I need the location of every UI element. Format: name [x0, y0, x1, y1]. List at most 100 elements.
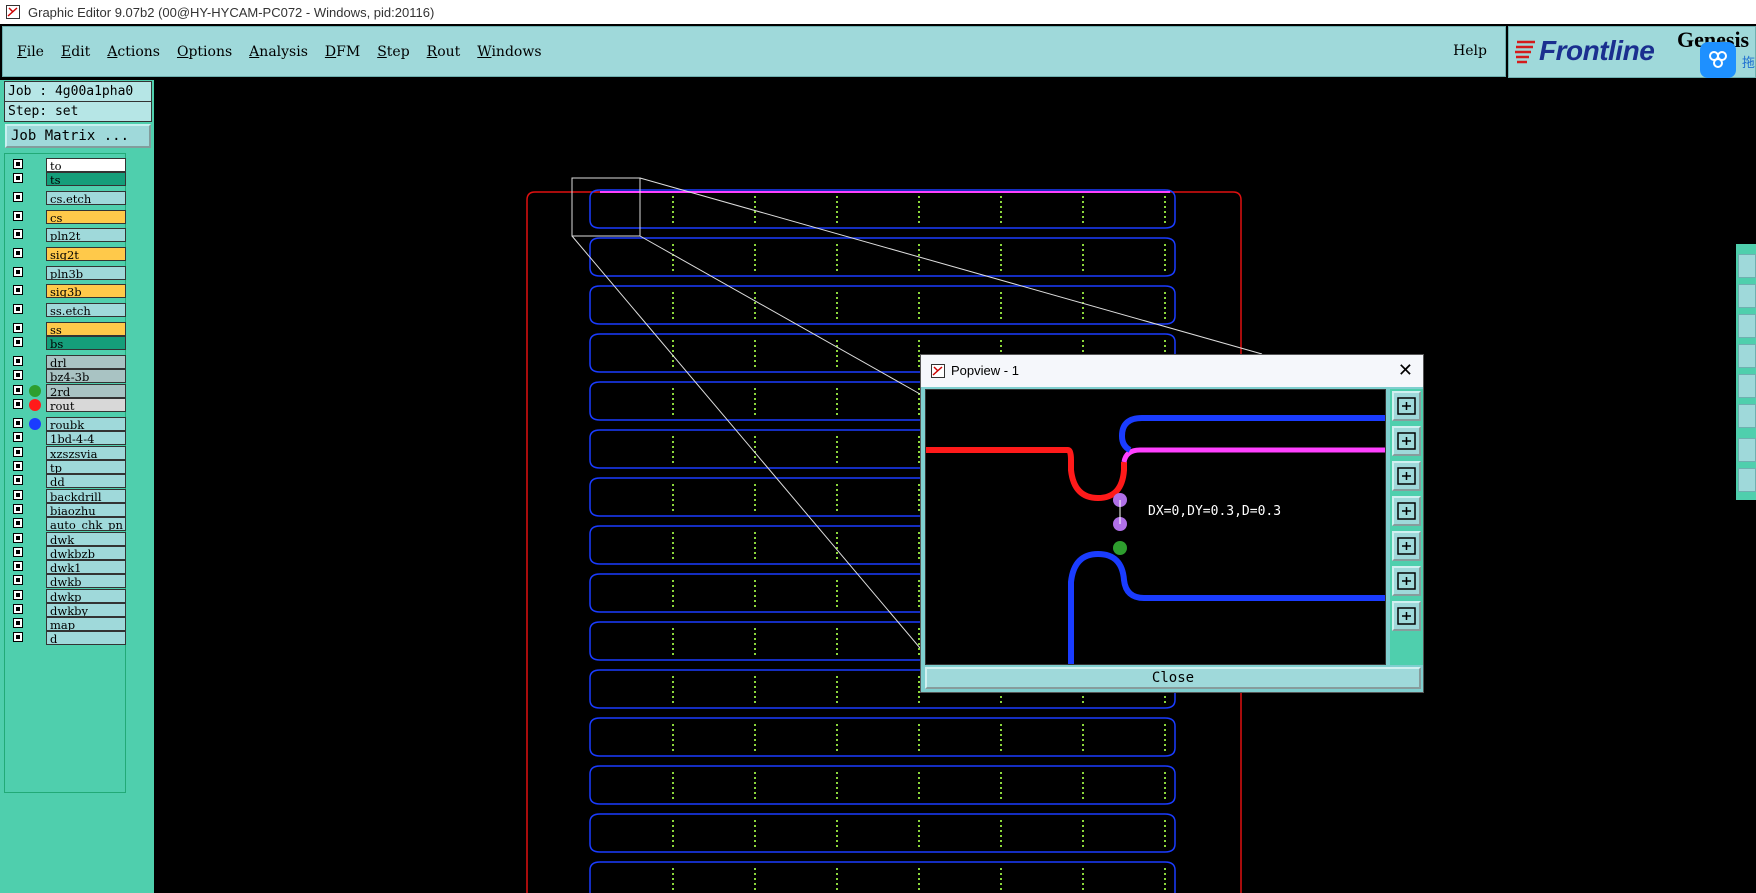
- layer-name[interactable]: dwkby: [46, 603, 126, 617]
- layer-checkbox[interactable]: [13, 561, 23, 571]
- layer-checkbox[interactable]: [13, 337, 23, 347]
- layer-name[interactable]: auto_chk_pn: [46, 517, 126, 531]
- layer-color-dot[interactable]: [29, 399, 41, 411]
- layer-row-dwk[interactable]: dwk: [9, 532, 127, 546]
- layer-checkbox[interactable]: [13, 267, 23, 277]
- layer-checkbox[interactable]: [13, 418, 23, 428]
- cloud-icon[interactable]: [1700, 42, 1736, 78]
- close-button[interactable]: Close: [925, 667, 1421, 689]
- layer-checkbox[interactable]: [13, 323, 23, 333]
- right-panel-item[interactable]: [1738, 438, 1756, 462]
- layer-name[interactable]: dwk1: [46, 560, 126, 574]
- zoom-fit-icon[interactable]: [1392, 566, 1421, 596]
- layer-checkbox[interactable]: [13, 192, 23, 202]
- right-panel-item[interactable]: [1738, 374, 1756, 398]
- right-panel-item[interactable]: [1738, 468, 1756, 492]
- layer-checkbox[interactable]: [13, 618, 23, 628]
- layer-row-dwkby[interactable]: dwkby: [9, 603, 127, 617]
- layer-row-dwkp[interactable]: dwkp: [9, 589, 127, 603]
- layer-row-dwkb[interactable]: dwkb: [9, 574, 127, 588]
- layer-checkbox[interactable]: [13, 533, 23, 543]
- layer-row-rout[interactable]: rout: [9, 398, 127, 412]
- layer-row-cs.etch[interactable]: cs.etch: [9, 191, 127, 205]
- layer-row-backdrill[interactable]: backdrill: [9, 489, 127, 503]
- layer-row-ts[interactable]: ts: [9, 172, 127, 186]
- layer-name[interactable]: rout: [46, 398, 126, 412]
- menu-windows[interactable]: Windows: [477, 43, 542, 60]
- layer-row-1bd-4-4[interactable]: 1bd-4-4: [9, 431, 127, 445]
- layer-checkbox[interactable]: [13, 399, 23, 409]
- layer-name[interactable]: bz4-3b: [46, 369, 126, 383]
- layer-row-cs[interactable]: cs: [9, 210, 127, 224]
- layer-checkbox[interactable]: [13, 229, 23, 239]
- menu-step[interactable]: Step: [377, 43, 410, 60]
- menu-file[interactable]: File: [17, 43, 44, 60]
- layer-scrollbar[interactable]: [128, 153, 152, 893]
- zoom-out-icon[interactable]: [1392, 601, 1421, 631]
- layer-checkbox[interactable]: [13, 632, 23, 642]
- menu-actions[interactable]: Actions: [107, 43, 160, 60]
- layer-name[interactable]: cs.etch: [46, 191, 126, 205]
- pan-right-icon[interactable]: [1392, 531, 1421, 561]
- layer-name[interactable]: d: [46, 631, 126, 645]
- layer-checkbox[interactable]: [13, 475, 23, 485]
- layer-row-pln3b[interactable]: pln3b: [9, 266, 127, 280]
- layer-name[interactable]: pln2t: [46, 228, 126, 242]
- layer-color-dot[interactable]: [29, 385, 41, 397]
- layer-checkbox[interactable]: [13, 490, 23, 500]
- layer-checkbox[interactable]: [13, 461, 23, 471]
- layer-checkbox[interactable]: [13, 248, 23, 258]
- job-matrix-button[interactable]: Job Matrix ...: [5, 124, 151, 148]
- layer-name[interactable]: pln3b: [46, 266, 126, 280]
- help-menu[interactable]: Help: [1453, 43, 1487, 59]
- layer-name[interactable]: dwk: [46, 532, 126, 546]
- right-panel-item[interactable]: [1738, 284, 1756, 308]
- menu-dfm[interactable]: DFM: [324, 43, 361, 60]
- layer-row-map[interactable]: map: [9, 617, 127, 631]
- layer-name[interactable]: dd: [46, 474, 126, 488]
- menu-rout[interactable]: Rout: [426, 43, 461, 60]
- layer-row-ss[interactable]: ss: [9, 322, 127, 336]
- layer-checkbox[interactable]: [13, 547, 23, 557]
- layer-checkbox[interactable]: [13, 385, 23, 395]
- layer-row-biaozhu[interactable]: biaozhu: [9, 503, 127, 517]
- layer-checkbox[interactable]: [13, 518, 23, 528]
- right-panel-item[interactable]: [1738, 254, 1756, 278]
- layer-name[interactable]: to: [46, 158, 126, 172]
- layer-name[interactable]: ss: [46, 322, 126, 336]
- layer-name[interactable]: 2rd: [46, 384, 126, 398]
- layer-row-dwkbzb[interactable]: dwkbzb: [9, 546, 127, 560]
- layer-row-xzszsvia[interactable]: xzszsvia: [9, 446, 127, 460]
- layer-row-pln2t[interactable]: pln2t: [9, 228, 127, 242]
- layer-checkbox[interactable]: [13, 304, 23, 314]
- layer-row-ss.etch[interactable]: ss.etch: [9, 303, 127, 317]
- layer-name[interactable]: drl: [46, 355, 126, 369]
- pan-left-icon[interactable]: [1392, 496, 1421, 526]
- zoom-window-icon[interactable]: [1392, 391, 1421, 421]
- layer-checkbox[interactable]: [13, 432, 23, 442]
- layer-checkbox[interactable]: [13, 356, 23, 366]
- layer-row-dd[interactable]: dd: [9, 474, 127, 488]
- layer-name[interactable]: ts: [46, 172, 126, 186]
- layer-row-tp[interactable]: tp: [9, 460, 127, 474]
- layer-row-dwk1[interactable]: dwk1: [9, 560, 127, 574]
- layer-checkbox[interactable]: [13, 590, 23, 600]
- layer-row-sig3b[interactable]: sig3b: [9, 284, 127, 298]
- popview-canvas[interactable]: DX=0,DY=0.3,D=0.3: [925, 389, 1386, 665]
- menu-analysis[interactable]: Analysis: [249, 43, 308, 60]
- layer-checkbox[interactable]: [13, 173, 23, 183]
- layer-name[interactable]: sig3b: [46, 284, 126, 298]
- right-panel-item[interactable]: [1738, 314, 1756, 338]
- layer-row-bs[interactable]: bs: [9, 336, 127, 350]
- layer-checkbox[interactable]: [13, 159, 23, 169]
- layer-row-sig2t[interactable]: sig2t: [9, 247, 127, 261]
- layer-name[interactable]: sig2t: [46, 247, 126, 261]
- layer-name[interactable]: dwkbzb: [46, 546, 126, 560]
- layer-name[interactable]: biaozhu: [46, 503, 126, 517]
- layer-row-roubk[interactable]: roubk: [9, 417, 127, 431]
- menu-edit[interactable]: Edit: [60, 43, 91, 60]
- layer-checkbox[interactable]: [13, 285, 23, 295]
- layer-row-to[interactable]: to: [9, 158, 127, 172]
- layer-color-dot[interactable]: [29, 418, 41, 430]
- layer-row-d[interactable]: d: [9, 631, 127, 645]
